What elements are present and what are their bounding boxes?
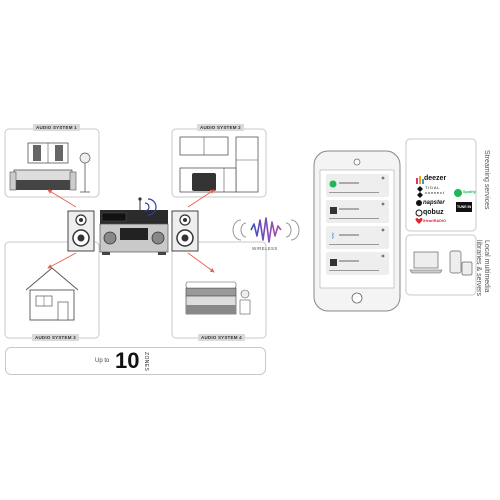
wireless-wave-icon	[232, 217, 300, 243]
tablet-icon	[461, 261, 473, 276]
napster-logo	[416, 200, 422, 206]
audio-system-2-label: AUDIO SYSTEM 2	[197, 124, 244, 131]
amplifier	[99, 197, 169, 255]
distribution-arrows	[47, 189, 215, 273]
room-bedroom	[171, 241, 267, 339]
zones-banner: Up to 10 ZONES	[5, 347, 266, 375]
phone-row	[326, 252, 389, 275]
audio-system-1-label: AUDIO SYSTEM 1	[33, 124, 80, 131]
spotify-text: Spotify	[463, 190, 476, 194]
room-living-room	[4, 128, 100, 198]
laptop-icon	[409, 251, 443, 274]
tidal-text: TIDAL connect	[425, 185, 445, 195]
phone-row: ᛒ	[326, 226, 389, 249]
smartphone: ᛒ	[313, 150, 401, 312]
deezer-logo	[416, 176, 424, 184]
zones-prefix: Up to	[95, 358, 110, 364]
wifi-signal-icon	[144, 198, 157, 216]
audio-system-4-label: AUDIO SYSTEM 4	[198, 334, 245, 341]
smartphone-icon	[449, 250, 462, 274]
audio-system-3-label: AUDIO SYSTEM 3	[32, 334, 79, 341]
streaming-card	[405, 138, 477, 232]
zones-suffix: ZONES	[143, 352, 149, 372]
wireless-label: WIRELESS	[252, 246, 278, 251]
local-libraries-heading: Local multimedia libraries & servers	[475, 240, 490, 297]
napster-text: napster	[423, 200, 445, 206]
spotify-logo	[454, 189, 462, 197]
local-card	[405, 234, 477, 296]
qobuz-text: qobuz	[423, 209, 444, 216]
deezer-text: deezer	[424, 175, 447, 182]
svg-text:ᛒ: ᛒ	[331, 232, 335, 240]
right-speaker	[171, 210, 199, 252]
streaming-services-heading: Streaming services	[483, 150, 490, 210]
iheart-text: iHeartRADIO	[423, 219, 446, 223]
zones-number: 10	[115, 348, 140, 373]
qobuz-logo	[415, 209, 423, 217]
room-house	[4, 241, 100, 339]
room-kitchen	[171, 128, 267, 198]
tunein-text: TUNE IN	[457, 205, 471, 209]
phone-row	[326, 200, 389, 223]
tidal-logo	[417, 186, 423, 198]
iheart-logo	[415, 218, 423, 224]
tunein-logo	[456, 202, 472, 212]
phone-row	[326, 174, 389, 197]
left-speaker	[67, 210, 95, 252]
